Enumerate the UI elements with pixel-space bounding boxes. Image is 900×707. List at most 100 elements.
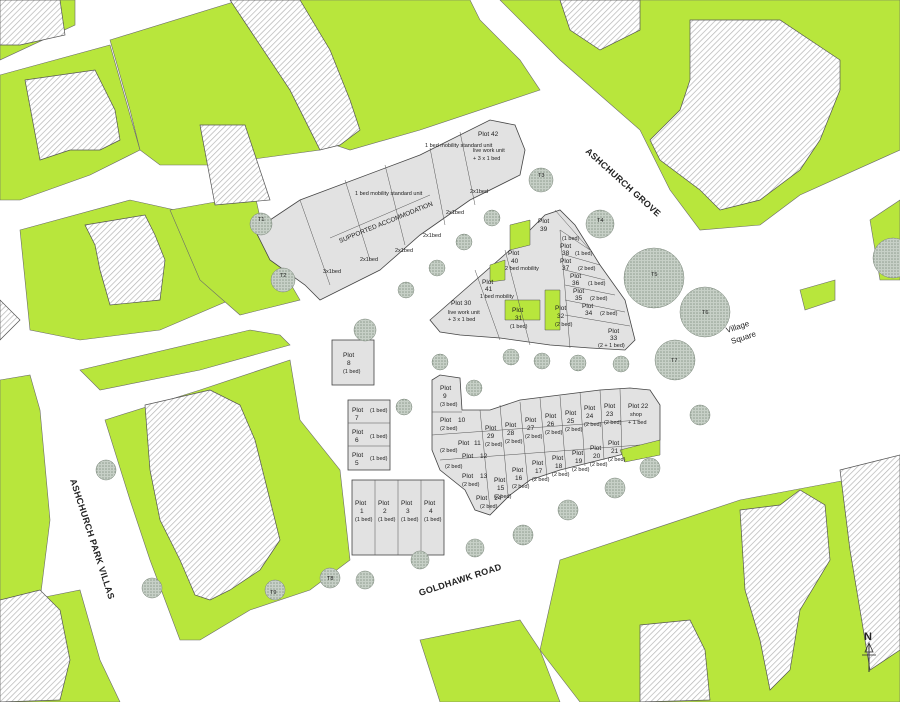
plot-1-label: Plot [355, 500, 366, 507]
plot-16-label: Plot [512, 467, 523, 474]
plot-16-sub: (2 bed) [512, 484, 530, 490]
plot-11-sub: (2 bed) [440, 448, 458, 454]
plot-14-label: Plot [476, 495, 487, 502]
unit-label: 2x1bed [395, 248, 413, 254]
plot-27-num: 27 [527, 425, 535, 432]
tree-icon [872, 237, 900, 279]
tree-icon [397, 281, 415, 299]
supported-accommodation-block[interactable]: 3x1bed 2x1bed 2x1bed 2x1bed 2x1bed 2x1be… [254, 119, 526, 301]
plot-15-label: Plot [494, 477, 505, 484]
plot-32-sub: (2 bed) [555, 322, 573, 328]
plot-26-sub: (2 bed) [545, 430, 563, 436]
tree-labels: T1 T2 T3 T4 T5 T6 T7 T8 T9 [258, 173, 708, 596]
unit-label: 2x1bed [470, 189, 488, 195]
plot-27-label: Plot [525, 417, 536, 424]
tree-icon [689, 404, 711, 426]
plot-6-num: 6 [355, 437, 359, 444]
plot-26-label: Plot [545, 413, 556, 420]
plot-32-label: Plot [555, 305, 566, 312]
tree-icon [455, 233, 473, 251]
plot-11-num: 11 [474, 440, 481, 447]
plot-35-label: Plot [573, 288, 584, 295]
plot-3-label: Plot [401, 500, 412, 507]
tree-icon [612, 355, 630, 373]
plot-25-num: 25 [567, 418, 575, 425]
plot-block-north[interactable]: Plot 30 live work unit + 3 x 1 bed Plot … [429, 209, 636, 351]
plot-40-sub: 2 bed mobility [505, 266, 539, 272]
plot-28-sub: (2 bed) [505, 439, 523, 445]
tree-icon [141, 577, 163, 599]
plot-34-num: 34 [585, 310, 593, 317]
plot-3-sub: (1 bed) [401, 517, 419, 523]
plot-18-num: 18 [555, 463, 563, 470]
plot-10-sub: (2 bed) [440, 426, 458, 432]
plot-12-label: Plot [462, 453, 473, 460]
plot-16-num: 16 [515, 475, 523, 482]
plot-block-west[interactable]: Plot 8 (1 bed) Plot 7 (1 bed) Plot 6 (1 … [331, 339, 445, 556]
plot-13-label: Plot [462, 473, 473, 480]
plot-39-label: Plot [538, 218, 549, 225]
unit-label: 3x1bed [323, 269, 341, 275]
tree-icon [395, 398, 413, 416]
plot-21-num: 21 [611, 448, 619, 455]
plot-14-sub: (2 bed) [480, 504, 498, 510]
plot-30-sub2: + 3 x 1 bed [448, 317, 475, 323]
plot-1-num: 1 [360, 508, 364, 515]
plot-38-sub: (1 bed) [575, 251, 593, 257]
plot-36-sub: (1 bed) [588, 281, 606, 287]
north-arrow-label: N [864, 631, 872, 643]
plot-25-label: Plot [565, 410, 576, 417]
plot-37-label: Plot [560, 258, 571, 265]
plot-block-south[interactable]: Plot 9 (3 bed) Plot 10 (2 bed) Plot 11 (… [431, 374, 661, 516]
plot-6-label: Plot [352, 429, 363, 436]
plot-24-label: Plot [584, 405, 595, 412]
plot-17-num: 17 [535, 468, 543, 475]
plot-27-sub: (2 bed) [525, 434, 543, 440]
plot-30-sub: live work unit [448, 310, 480, 316]
plot-23-label: Plot [604, 403, 615, 410]
tree-icon [431, 353, 449, 371]
plot-23-sub: (2 bed) [604, 420, 622, 426]
plot-37-num: 37 [562, 265, 570, 272]
tree-icon [585, 209, 615, 239]
plot-38-num: 38 [562, 250, 570, 257]
plot-12-num: 12 [480, 453, 488, 460]
tree-label: T9 [270, 590, 276, 596]
tree-icon [639, 457, 661, 479]
tree-icon [410, 550, 430, 570]
plot-29-label: Plot [485, 425, 496, 432]
plot-31-sub: (1 bed) [510, 324, 528, 330]
plot-42-label: Plot 42 [478, 131, 499, 138]
tree-icon [95, 459, 117, 481]
plot-8-label: Plot [343, 352, 354, 359]
plot-23-num: 23 [606, 411, 614, 418]
plot-28-num: 28 [507, 430, 515, 437]
plot-24-num: 24 [586, 413, 594, 420]
plot-7-num: 7 [355, 415, 359, 422]
tree-icon [654, 339, 696, 381]
tree-icon [264, 579, 286, 601]
north-arrow-icon [864, 642, 874, 653]
plot-22-label: Plot 22 [628, 403, 649, 410]
plot-19-label: Plot [572, 450, 583, 457]
plot-41-num: 41 [485, 286, 493, 293]
plot-26-num: 26 [547, 421, 555, 428]
plot-18-sub: (2 bed) [552, 472, 570, 478]
plot-19-sub: (2 bed) [572, 467, 590, 473]
plot-2-num: 2 [383, 508, 387, 515]
plot-9-sub: (3 bed) [440, 402, 458, 408]
plot-9-num: 9 [443, 393, 447, 400]
tree-icon [483, 209, 501, 227]
unit-label: 1 bed mobility standard unit [425, 143, 493, 149]
tree-label: T5 [651, 272, 657, 278]
tree-icon [428, 259, 446, 277]
plot-5-num: 5 [355, 460, 359, 467]
tree-label: T2 [280, 273, 286, 279]
plot-17-label: Plot [532, 460, 543, 467]
plot-34-sub: (2 bed) [600, 311, 618, 317]
plot-1-sub: (1 bed) [355, 517, 373, 523]
plot-39-sub: (1 bed) [562, 236, 580, 242]
plot-30-label: Plot 30 [451, 300, 472, 307]
plot-8-num: 8 [347, 360, 351, 367]
